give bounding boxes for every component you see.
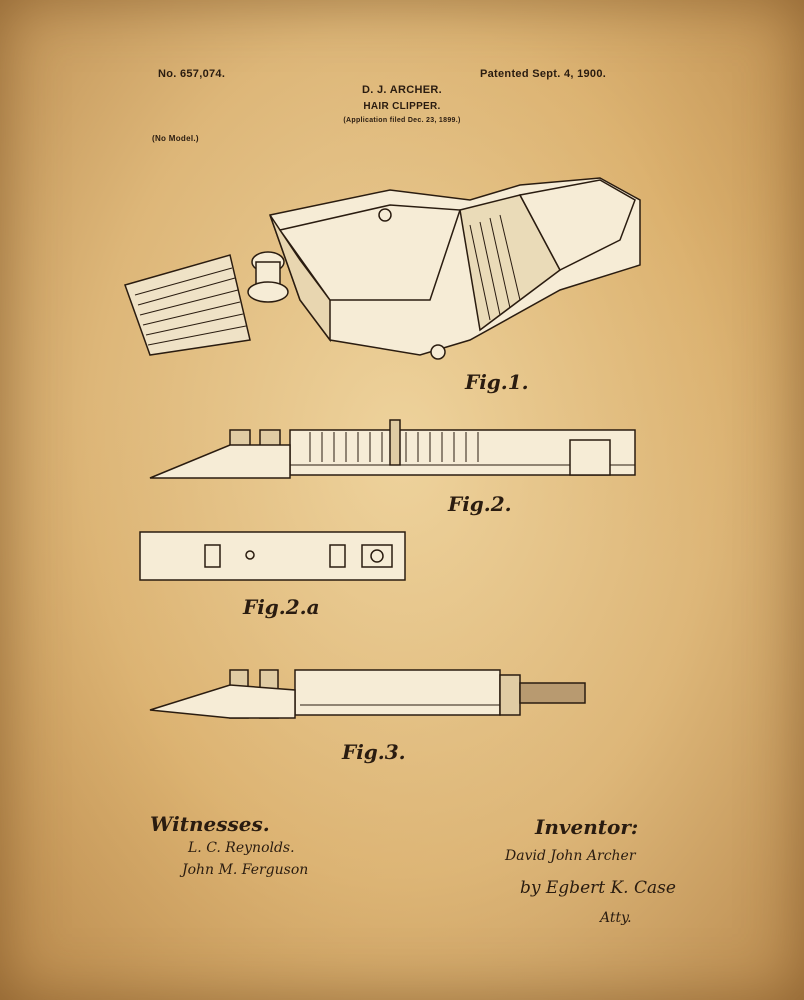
figure-2a-drawing bbox=[140, 532, 405, 580]
witness-1-signature: L. C. Reynolds. bbox=[188, 840, 295, 856]
attorney-signature: by Egbert K. Case bbox=[520, 878, 676, 898]
figure-1-label: Fig.1. bbox=[465, 370, 529, 394]
witnesses-label: Witnesses. bbox=[150, 812, 270, 836]
witness-2-signature: John M. Ferguson bbox=[182, 862, 308, 878]
attorney-abbrev: Atty. bbox=[600, 910, 632, 926]
figure-3-drawing bbox=[150, 670, 585, 718]
figure-2-drawing bbox=[150, 420, 635, 478]
figure-3-label: Fig.3. bbox=[342, 740, 406, 764]
figure-2-label: Fig.2. bbox=[448, 492, 512, 516]
inventor-label: Inventor: bbox=[535, 815, 638, 839]
inventor-signature: David John Archer bbox=[505, 848, 636, 864]
figure-1-drawing bbox=[125, 178, 640, 359]
figure-2a-label: Fig.2.a bbox=[243, 595, 320, 619]
